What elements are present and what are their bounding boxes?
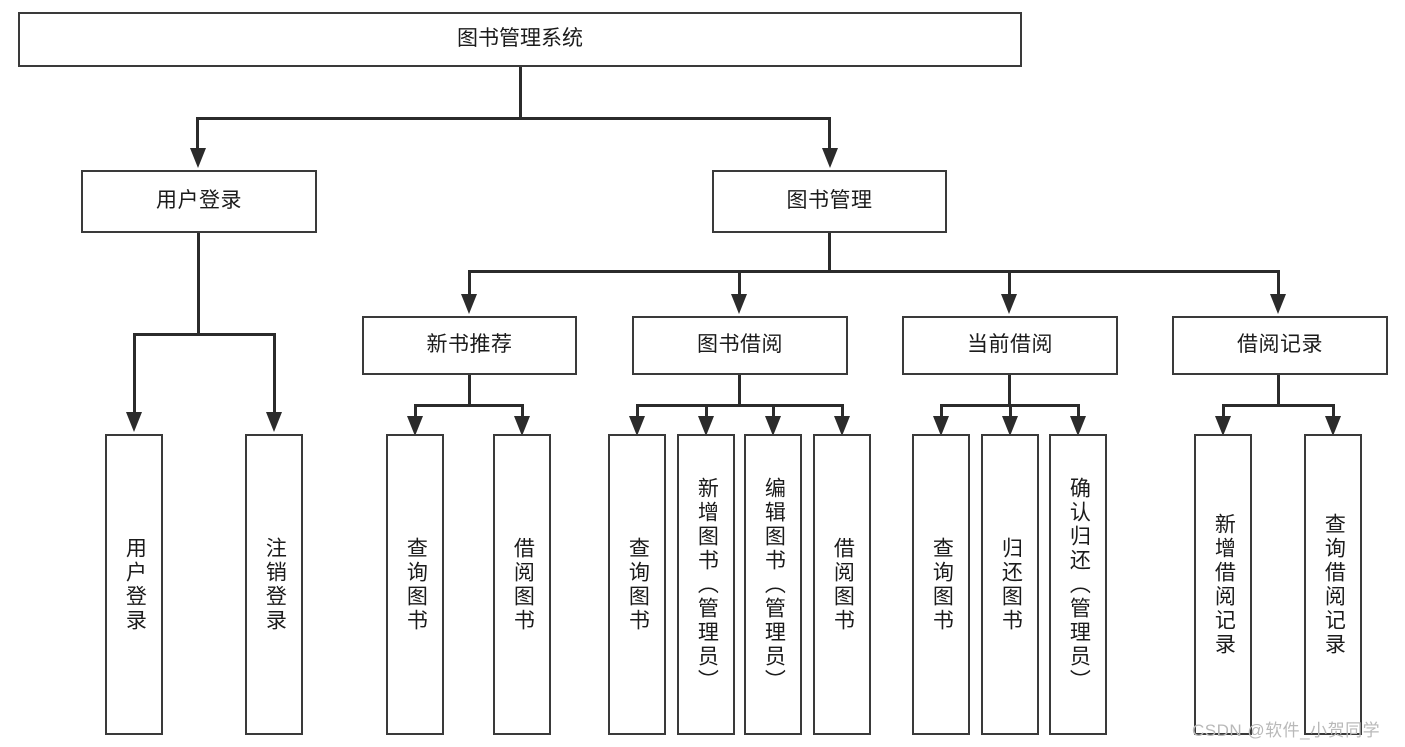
connector-current-borrow-child-2 — [1009, 404, 1012, 422]
connector-book-mgmt-child-4 — [1277, 270, 1280, 298]
connector-book-mgmt-stem — [828, 233, 831, 273]
leaf-new-book-borrow[interactable]: 借阅图书 — [493, 434, 551, 735]
connector-book-borrow-child-1 — [636, 404, 639, 422]
arrow-borrow-records-child-1 — [1215, 416, 1231, 436]
connector-current-borrow-child-3 — [1077, 404, 1080, 422]
leaf-user-login-login[interactable]: 用户登录 — [105, 434, 163, 735]
arrow-book-mgmt-child-3 — [1001, 294, 1017, 314]
connector-root-to-book-mgmt — [828, 117, 831, 150]
connector-book-mgmt-bar — [468, 270, 1280, 273]
node-borrow-records[interactable]: 借阅记录 — [1172, 316, 1388, 375]
leaf-label: 用户登录 — [123, 536, 147, 633]
leaf-label: 查询借阅记录 — [1322, 512, 1346, 657]
leaf-book-borrow-add[interactable]: 新增图书（管理员） — [677, 434, 735, 735]
leaf-label: 确认归还（管理员） — [1067, 476, 1091, 693]
leaf-label: 查询图书 — [930, 536, 954, 633]
connector-book-borrow-child-4 — [841, 404, 844, 422]
watermark-text: CSDN @软件_小贺同学 — [1192, 721, 1381, 740]
connector-user-login-child-2 — [273, 333, 276, 415]
leaf-book-borrow-edit[interactable]: 编辑图书（管理员） — [744, 434, 802, 735]
leaf-label: 编辑图书（管理员） — [762, 476, 786, 693]
leaf-book-borrow-query[interactable]: 查询图书 — [608, 434, 666, 735]
node-root-system[interactable]: 图书管理系统 — [18, 12, 1022, 67]
connector-book-mgmt-child-2 — [738, 270, 741, 298]
arrow-book-mgmt-child-1 — [461, 294, 477, 314]
leaf-current-borrow-return[interactable]: 归还图书 — [981, 434, 1039, 735]
arrow-root-to-book-mgmt — [822, 148, 838, 168]
arrow-book-borrow-child-1 — [629, 416, 645, 436]
connector-book-borrow-child-2 — [705, 404, 708, 422]
arrow-current-borrow-child-2 — [1002, 416, 1018, 436]
connector-borrow-records-child-2 — [1332, 404, 1335, 422]
arrow-current-borrow-child-1 — [933, 416, 949, 436]
connector-user-login-stem — [197, 233, 200, 335]
leaf-borrow-records-add[interactable]: 新增借阅记录 — [1194, 434, 1252, 735]
connector-book-mgmt-child-3 — [1008, 270, 1011, 298]
leaf-book-borrow-borrow[interactable]: 借阅图书 — [813, 434, 871, 735]
arrow-current-borrow-child-3 — [1070, 416, 1086, 436]
arrow-book-mgmt-child-2 — [731, 294, 747, 314]
leaf-label: 借阅图书 — [511, 536, 535, 633]
connector-borrow-records-bar — [1222, 404, 1335, 407]
arrow-user-login-child-1 — [126, 412, 142, 432]
leaf-label: 归还图书 — [999, 536, 1023, 633]
connector-root-stem — [519, 67, 522, 117]
connector-current-borrow-stem — [1008, 375, 1011, 406]
connector-new-book-bar — [414, 404, 524, 407]
arrow-root-to-user-login — [190, 148, 206, 168]
leaf-label: 新增借阅记录 — [1212, 512, 1236, 657]
leaf-current-borrow-query[interactable]: 查询图书 — [912, 434, 970, 735]
arrow-borrow-records-child-2 — [1325, 416, 1341, 436]
leaf-current-borrow-confirm[interactable]: 确认归还（管理员） — [1049, 434, 1107, 735]
node-user-login[interactable]: 用户登录 — [81, 170, 317, 233]
connector-user-login-bar — [133, 333, 276, 336]
connector-new-book-child-1 — [414, 404, 417, 422]
leaf-new-book-query[interactable]: 查询图书 — [386, 434, 444, 735]
connector-root-bar — [196, 117, 831, 120]
arrow-new-book-child-1 — [407, 416, 423, 436]
leaf-label: 查询图书 — [404, 536, 428, 633]
leaf-borrow-records-query[interactable]: 查询借阅记录 — [1304, 434, 1362, 735]
leaf-user-login-logout[interactable]: 注销登录 — [245, 434, 303, 735]
connector-borrow-records-child-1 — [1222, 404, 1225, 422]
connector-book-borrow-stem — [738, 375, 741, 406]
arrow-book-mgmt-child-4 — [1270, 294, 1286, 314]
arrow-book-borrow-child-4 — [834, 416, 850, 436]
connector-user-login-child-1 — [133, 333, 136, 415]
connector-book-borrow-child-3 — [772, 404, 775, 422]
leaf-label: 借阅图书 — [831, 536, 855, 633]
node-current-borrow[interactable]: 当前借阅 — [902, 316, 1118, 375]
connector-book-borrow-bar — [636, 404, 844, 407]
connector-new-book-stem — [468, 375, 471, 406]
leaf-label: 新增图书（管理员） — [695, 476, 719, 693]
connector-new-book-child-2 — [521, 404, 524, 422]
leaf-label: 查询图书 — [626, 536, 650, 633]
arrow-book-borrow-child-2 — [698, 416, 714, 436]
arrow-book-borrow-child-3 — [765, 416, 781, 436]
arrow-user-login-child-2 — [266, 412, 282, 432]
connector-borrow-records-stem — [1277, 375, 1280, 406]
connector-root-to-user-login — [196, 117, 199, 150]
arrow-new-book-child-2 — [514, 416, 530, 436]
node-new-book-recommend[interactable]: 新书推荐 — [362, 316, 577, 375]
connector-current-borrow-child-1 — [940, 404, 943, 422]
node-book-borrow[interactable]: 图书借阅 — [632, 316, 848, 375]
connector-book-mgmt-child-1 — [468, 270, 471, 298]
node-book-management[interactable]: 图书管理 — [712, 170, 947, 233]
leaf-label: 注销登录 — [263, 536, 287, 633]
